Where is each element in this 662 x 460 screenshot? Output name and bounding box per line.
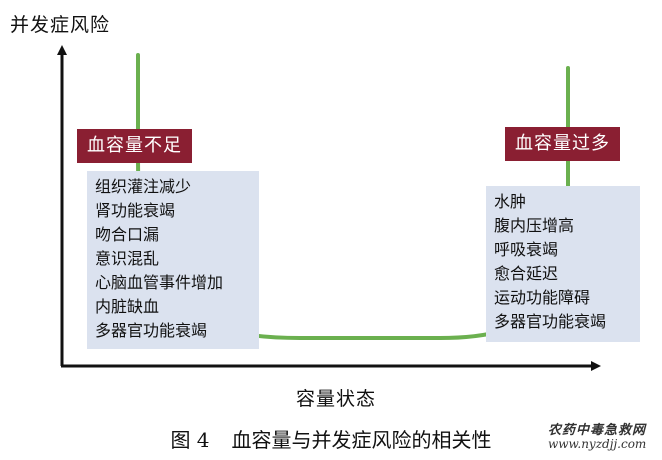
low-volume-item: 内脏缺血	[95, 297, 160, 316]
low-volume-item: 心脑血管事件增加	[95, 273, 224, 292]
low-volume-item: 多器官功能衰竭	[95, 321, 208, 340]
watermark-name: 农药中毒急救网	[548, 423, 647, 438]
high-volume-complications-box: 水肿 腹内压增高 呼吸衰竭 愈合延迟 运动功能障碍 多器官功能衰竭	[486, 186, 640, 342]
low-volume-complications-box: 组织灌注减少 肾功能衰竭 吻合口漏 意识混乱 心脑血管事件增加 内脏缺血 多器官…	[87, 171, 259, 349]
low-volume-item: 吻合口漏	[95, 225, 160, 244]
x-axis-label: 容量状态	[296, 388, 377, 410]
site-watermark: 农药中毒急救网 www.nyzdjj.com	[548, 423, 647, 452]
high-volume-item: 愈合延迟	[494, 264, 559, 283]
watermark-url: www.nyzdjj.com	[548, 437, 647, 452]
high-volume-item: 呼吸衰竭	[494, 240, 559, 259]
high-volume-item: 运动功能障碍	[494, 288, 591, 307]
low-volume-item: 肾功能衰竭	[95, 201, 176, 220]
high-volume-item: 腹内压增高	[494, 216, 575, 235]
figure-caption-text: 血容量与并发症风险的相关性	[231, 428, 492, 452]
figure-caption: 图 4 血容量与并发症风险的相关性	[0, 424, 662, 453]
low-volume-item: 意识混乱	[95, 249, 160, 268]
high-volume-tag: 血容量过多	[505, 127, 620, 161]
high-volume-item: 多器官功能衰竭	[494, 312, 607, 331]
figure-number: 图 4	[170, 428, 210, 452]
high-volume-item: 水肿	[494, 192, 527, 211]
low-volume-item: 组织灌注减少	[95, 177, 192, 196]
low-volume-tag: 血容量不足	[77, 129, 192, 163]
y-axis-label: 并发症风险	[10, 14, 111, 36]
